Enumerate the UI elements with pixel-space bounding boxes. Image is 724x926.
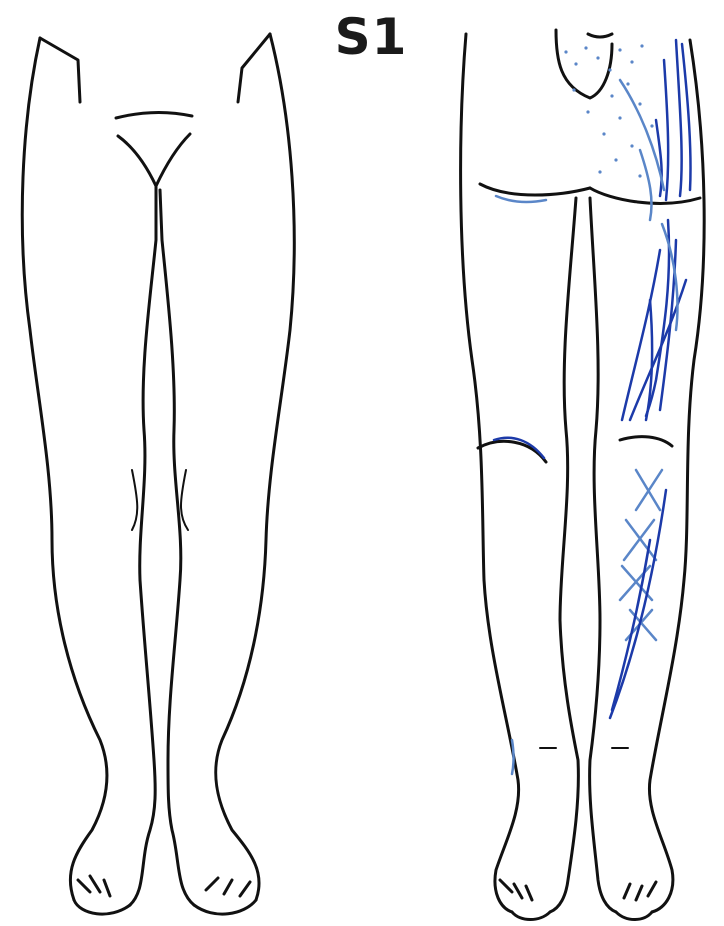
posterior-leg-left-outer [461,34,519,912]
anterior-right-knee [181,470,188,530]
anterior-leg-left-outer [22,38,107,900]
thigh-pain-strokes [622,40,691,420]
gluteal-fold-marking [496,196,546,202]
anterior-legs-outline [22,34,294,914]
posterior-left-foot [500,880,550,920]
posterior-leg-right-inner [590,198,616,912]
anterior-left-foot [74,876,130,914]
anterior-leg-right-outer [216,34,295,900]
posterior-gluteal-left [556,30,612,98]
posterior-sacral-mark [588,34,612,37]
anterior-left-knee [132,470,137,530]
posterior-gluteal-fold-left [480,184,590,195]
posterior-popliteal-right [620,437,672,446]
anterior-right-foot [194,878,256,914]
posterior-gluteal-fold-right [590,188,700,203]
anterior-left-hip-mark [238,34,270,102]
anterior-right-hip-mark [40,38,80,102]
calf-pain-strokes [610,490,666,718]
thigh-pain-strokes-light [620,80,677,330]
posterior-right-foot [616,882,656,920]
pain-markings [494,40,691,774]
anterior-leg-left-inner [130,186,156,905]
anterior-groin [118,134,190,186]
posterior-popliteal-left [478,441,546,462]
anterior-pelvis-line [116,112,192,118]
posterior-leg-left-inner [550,198,578,912]
anterior-leg-right-inner [160,190,194,905]
ankle-marking [512,740,514,774]
